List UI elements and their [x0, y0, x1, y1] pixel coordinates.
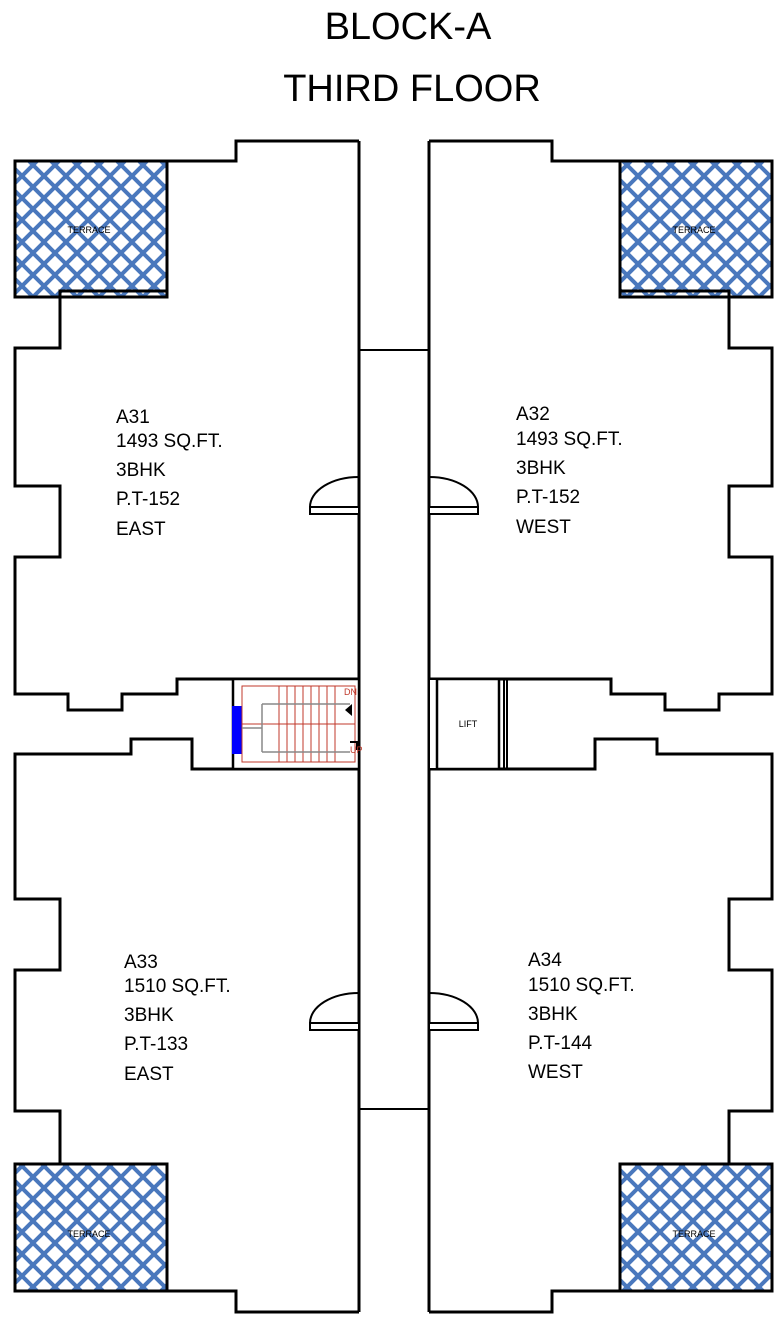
unit-facing: EAST [124, 1064, 174, 1085]
unit-area: 1510 SQ.FT. [124, 976, 231, 997]
door-a34 [428, 992, 479, 1031]
stair-marker [232, 706, 242, 754]
door-a32 [428, 476, 479, 515]
unit-a32-info: A32 1493 SQ.FT. 3BHK P.T-152 WEST [516, 404, 623, 538]
terrace-a31: TERRACE [13, 159, 169, 299]
unit-a31-info: A31 1493 SQ.FT. 3BHK P.T-152 EAST [116, 407, 223, 540]
lift: LIFT [428, 677, 508, 771]
unit-id: A31 [116, 407, 150, 428]
unit-facing: WEST [516, 517, 571, 538]
terrace-a34: TERRACE [618, 1162, 774, 1293]
unit-area: 1493 SQ.FT. [116, 431, 223, 452]
unit-pt: P.T-152 [116, 489, 180, 510]
unit-type: 3BHK [528, 1004, 578, 1025]
unit-a33-outline [13, 737, 359, 1314]
unit-id: A33 [124, 952, 158, 973]
terrace-label: TERRACE [67, 225, 110, 235]
unit-id: A34 [528, 950, 562, 971]
terrace-a32: TERRACE [618, 159, 774, 299]
unit-pt: P.T-133 [124, 1034, 188, 1055]
unit-type: 3BHK [124, 1005, 174, 1026]
unit-pt: P.T-144 [528, 1033, 593, 1054]
unit-a31-outline [13, 139, 359, 712]
unit-type: 3BHK [116, 460, 166, 481]
door-a33 [309, 992, 360, 1031]
unit-a32-outline [429, 139, 774, 712]
floor-title: THIRD FLOOR [283, 68, 541, 110]
unit-pt: P.T-152 [516, 487, 580, 508]
terrace-label: TERRACE [672, 1229, 715, 1239]
terrace-label: TERRACE [672, 225, 715, 235]
terrace-a33: TERRACE [13, 1162, 169, 1293]
corridor [357, 141, 431, 1312]
unit-id: A32 [516, 404, 550, 425]
unit-a33-info: A33 1510 SQ.FT. 3BHK P.T-133 EAST [124, 952, 231, 1085]
unit-facing: WEST [528, 1062, 583, 1083]
lift-label: LIFT [459, 719, 478, 729]
unit-a34-outline [429, 737, 774, 1314]
unit-a34-info: A34 1510 SQ.FT. 3BHK P.T-144 WEST [528, 950, 635, 1083]
staircase: DN UP [231, 677, 363, 771]
stair-down-label: DN [344, 687, 357, 697]
door-a31 [309, 476, 360, 515]
unit-area: 1510 SQ.FT. [528, 975, 635, 996]
stair-up-label: UP [350, 745, 363, 755]
terrace-label: TERRACE [67, 1229, 110, 1239]
block-title: BLOCK-A [324, 6, 492, 48]
unit-type: 3BHK [516, 458, 566, 479]
unit-facing: EAST [116, 519, 166, 540]
unit-area: 1493 SQ.FT. [516, 429, 623, 450]
